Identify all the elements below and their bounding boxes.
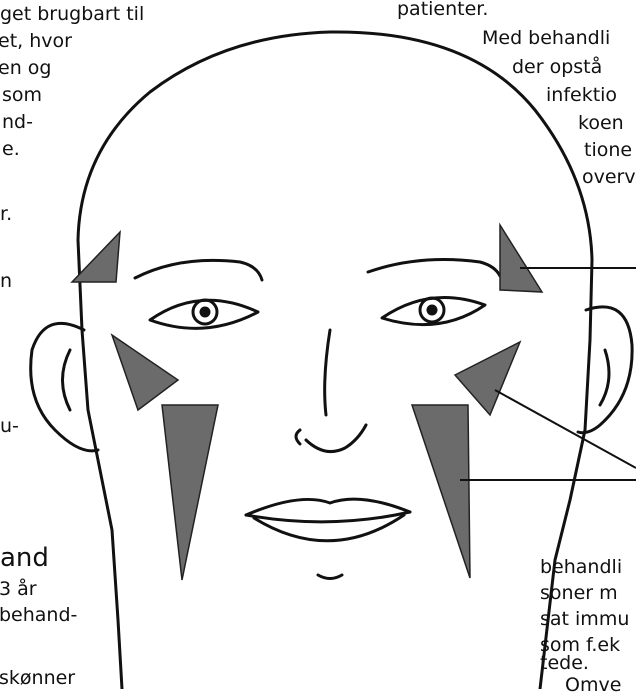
zone-left-nasolabial [162, 405, 218, 580]
left-line: et, hvor [0, 30, 72, 52]
left-line: r. [0, 203, 12, 225]
right-line: patienter. [397, 0, 488, 20]
left-line: e. [2, 138, 20, 160]
left-line: get brugbart til [0, 3, 144, 25]
right-eyebrow [368, 260, 500, 276]
left-eyebrow [135, 260, 262, 280]
right-line: soner m [540, 582, 618, 604]
head-outline [78, 32, 592, 689]
right-line: Omve [565, 674, 621, 696]
left-line: 3 år [0, 578, 37, 600]
left-line: som [2, 84, 42, 106]
right-line: sat immu [540, 608, 629, 630]
left-line: nd- [2, 111, 33, 133]
upper-lip [246, 499, 410, 515]
mouth-line [246, 512, 410, 522]
pointer-line-cheek [495, 390, 636, 468]
section-heading: and [0, 543, 49, 573]
right-line: overv [582, 166, 636, 188]
zone-right-temple [500, 225, 542, 292]
zone-left-cheek [112, 335, 178, 410]
nose-left [296, 430, 300, 444]
left-line: u- [0, 415, 19, 437]
left-line: skønner [0, 667, 75, 689]
right-pupil [428, 306, 436, 314]
left-line: en og [0, 57, 51, 79]
right-line: behandli [540, 556, 622, 578]
chin-mark [318, 575, 342, 579]
right-line: Med behandli [482, 27, 610, 49]
right-line: koen [578, 112, 624, 134]
left-line: n [0, 270, 12, 292]
right-line: infektio [546, 84, 617, 106]
left-pupil [201, 308, 209, 316]
nose-bottom [306, 425, 366, 452]
left-line: behand- [0, 604, 77, 626]
zone-right-cheek [455, 342, 520, 415]
zone-right-nasolabial [412, 405, 470, 578]
right-line: tede. [540, 652, 589, 674]
right-line: tione [584, 139, 632, 161]
nose-bridge [325, 330, 330, 415]
left-ear-inner [63, 350, 71, 410]
right-ear-inner [600, 350, 609, 405]
right-line: der opstå [512, 56, 602, 78]
